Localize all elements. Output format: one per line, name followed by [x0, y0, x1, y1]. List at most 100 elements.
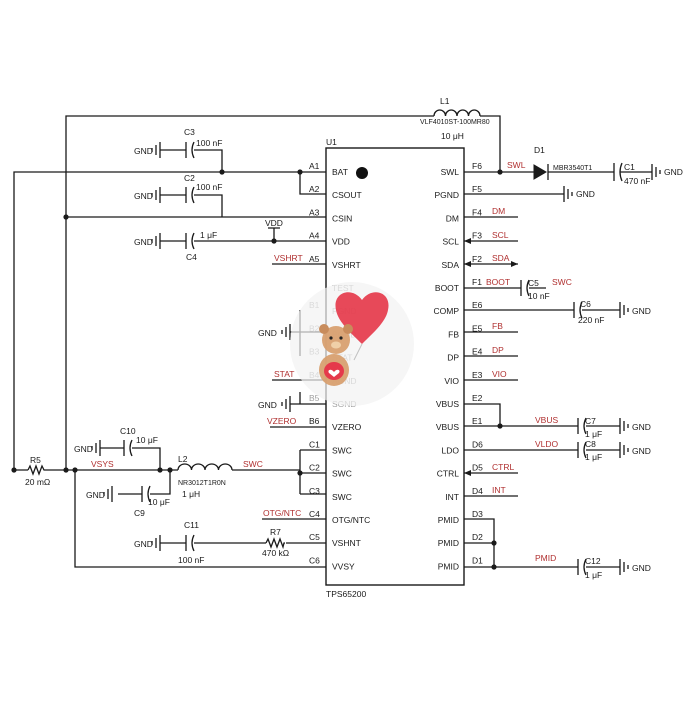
svg-text:GND: GND [134, 237, 153, 247]
junction-c9 [167, 467, 173, 473]
d1-ref: D1 [534, 145, 545, 155]
ic-pin-name: VZERO [332, 422, 362, 432]
wire-vvsy [74, 470, 326, 568]
ic-pin-name: VIO [444, 376, 459, 386]
l1-value: 10 μH [441, 131, 464, 141]
c10-plate-b [129, 439, 133, 457]
svg-text:GND: GND [632, 446, 651, 456]
gnd-c2: GND [134, 187, 161, 203]
inductor-l1 [433, 109, 481, 117]
net-dm: DM [492, 206, 505, 216]
ic-pin-number: E1 [472, 416, 483, 426]
bear-head [322, 326, 350, 354]
ic-pin-number: D3 [472, 509, 483, 519]
arrow-sda-r [511, 261, 518, 267]
c10-ref: C10 [120, 426, 136, 436]
ic-pin-number: E6 [472, 300, 483, 310]
c1-plate-b [619, 162, 623, 182]
net-vsys: VSYS [91, 459, 114, 469]
ic-right-pins: F6SWLF5PGNDF4DMF3SCLF2SDAF1BOOTE6COMPE5F… [434, 161, 484, 571]
c12-value: 1 μF [585, 570, 602, 580]
ic-pin-name: BOOT [435, 283, 459, 293]
c9-plate-b [147, 485, 151, 503]
ic-pin-name: SDA [442, 260, 460, 270]
c5-ref: C5 [528, 278, 539, 288]
c12-plate-b [583, 558, 587, 576]
ic-pin-name: CSOUT [332, 190, 362, 200]
c7-plate-b [583, 417, 587, 435]
ic-pin-name: SCL [442, 237, 459, 247]
resistor-r7 [265, 537, 285, 550]
gnd-c4: GND [134, 233, 161, 249]
gnd-pmid: GND [619, 559, 651, 575]
c4-plate-b [191, 232, 195, 250]
c6-value: 220 nF [578, 315, 604, 325]
c3-plate-b [191, 141, 195, 159]
c7-value: 1 μF [585, 429, 602, 439]
c6-plate-b [579, 301, 583, 319]
ic-pin-number: F1 [472, 277, 482, 287]
arrow-sda-l [464, 261, 471, 267]
ic-pin-number: E3 [472, 370, 483, 380]
junction-pmid-1 [491, 540, 497, 546]
net-pmid: PMID [535, 553, 556, 563]
ic-pin-number: F6 [472, 161, 482, 171]
ic-pin-number: D2 [472, 532, 483, 542]
gnd-comp: GND [619, 302, 651, 318]
ic-pin-number: E2 [472, 393, 483, 403]
r7-ref: R7 [270, 527, 281, 537]
ic-pin-name: SWL [441, 167, 460, 177]
ic-pin-number: E4 [472, 347, 483, 357]
junction-vdd [271, 238, 277, 244]
c8-ref: C8 [585, 439, 596, 449]
c10-value: 10 μF [136, 435, 158, 445]
c2-ref: C2 [184, 173, 195, 183]
svg-text:GND: GND [576, 189, 595, 199]
gnd-b4: GND [258, 396, 291, 412]
ic-pin-number: D4 [472, 486, 483, 496]
svg-text:GND: GND [134, 146, 153, 156]
wire-c3 [160, 149, 223, 172]
net-otg: OTG/NTC [263, 508, 301, 518]
svg-text:GND: GND [134, 539, 153, 549]
ic-pin-name: OTG/NTC [332, 515, 370, 525]
l1-ref: L1 [440, 96, 450, 106]
svg-text:GND: GND [134, 191, 153, 201]
pin1-marker [356, 167, 368, 179]
c6-ref: C6 [580, 299, 591, 309]
ic-pin-name: LDO [442, 445, 460, 455]
wire-pmid [464, 518, 620, 568]
ic-pin-number: C2 [309, 463, 320, 473]
c9-ref: C9 [134, 508, 145, 518]
net-dp: DP [492, 345, 504, 355]
heart-balloon [335, 292, 389, 344]
l2-ref: L2 [178, 454, 188, 464]
ic-pin-number: F5 [472, 184, 482, 194]
gnd-pgnd: GND [563, 186, 595, 202]
r5-ref: R5 [30, 455, 41, 465]
d1-part: MBR3540T1 [553, 165, 592, 172]
ic-pin-name: PMID [438, 538, 459, 548]
net-swc-boot: SWC [552, 277, 572, 287]
net-swc: SWC [243, 459, 263, 469]
svg-text:GND: GND [258, 400, 277, 410]
ic-pin-name: PGND [434, 190, 459, 200]
ic-pin-name: SWC [332, 469, 352, 479]
net-sda: SDA [492, 253, 510, 263]
ic-pin-name: VDD [332, 237, 350, 247]
ic-pin-number: A5 [309, 254, 320, 264]
net-int: INT [492, 485, 506, 495]
wire-vbus [464, 403, 620, 427]
diode-d1 [533, 164, 547, 180]
net-vdd: VDD [265, 218, 283, 228]
net-scl: SCL [492, 230, 509, 240]
ic-pin-name: CSIN [332, 213, 352, 223]
ic-part: TPS65200 [326, 589, 366, 599]
ic-pin-number: A2 [309, 184, 320, 194]
junction-swc-pins [297, 470, 303, 476]
c8-value: 1 μF [585, 452, 602, 462]
r5-value: 20 mΩ [25, 477, 50, 487]
c8-plate-b [583, 441, 587, 459]
ic-pin-name: PMID [438, 515, 459, 525]
ic-pin-number: B5 [309, 393, 320, 403]
